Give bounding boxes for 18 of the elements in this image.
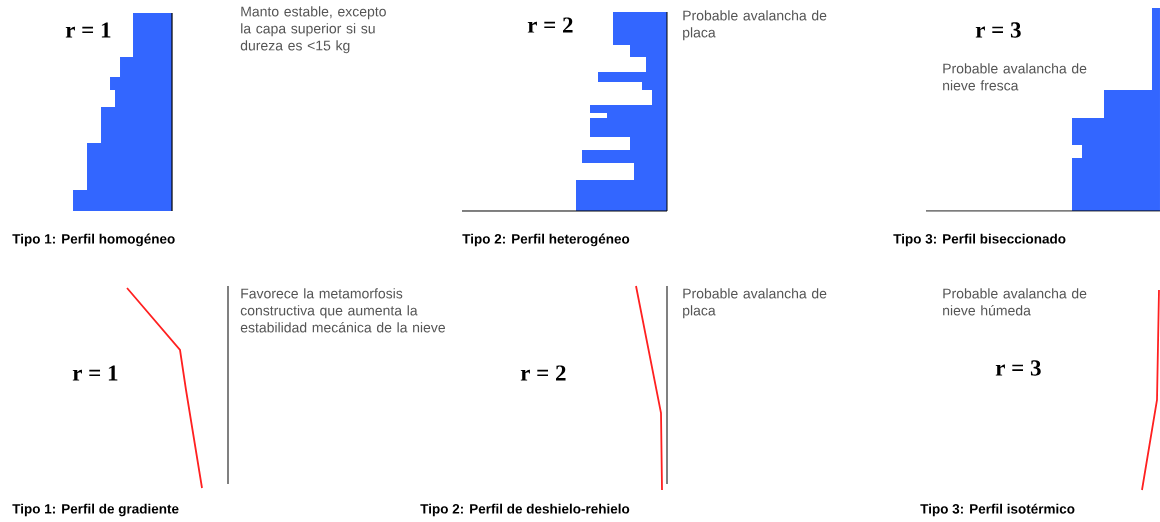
ratio-label: r = 1 bbox=[65, 22, 111, 38]
profile-caption: Tipo 1: Perfil homogéneo bbox=[12, 233, 175, 247]
note-text: Probable avalancha de placa bbox=[683, 10, 827, 41]
profile-caption: Tipo 3: Perfil isotérmico bbox=[920, 503, 1075, 517]
note-text: Probable avalancha de placa bbox=[683, 288, 827, 319]
note-text: Manto estable, excepto la capa superior si su dureza es <15 kg bbox=[240, 6, 386, 54]
profile-caption: Tipo 2: Perfil heterogéneo bbox=[462, 233, 630, 247]
ratio-label: r = 1 bbox=[72, 365, 118, 381]
profile-caption: Tipo 2: Perfil de deshielo-rehielo bbox=[420, 503, 630, 517]
ratio-label: r = 3 bbox=[975, 22, 1021, 38]
note-text: Favorece la metamorfosis constructiva que aumenta la estabilidad mecánica de la nieve bbox=[240, 288, 445, 333]
ratio-label: r = 3 bbox=[995, 360, 1041, 376]
ratio-label: r = 2 bbox=[520, 365, 566, 381]
note-text: Probable avalancha de nieve húmeda bbox=[943, 288, 1087, 316]
profile-caption: Tipo 3: Perfil biseccionado bbox=[893, 233, 1066, 247]
profile-caption: Tipo 1: Perfil de gradiente bbox=[12, 503, 179, 517]
note-text: Probable avalancha de nieve fresca bbox=[943, 63, 1087, 91]
ratio-label: r = 2 bbox=[527, 17, 573, 33]
